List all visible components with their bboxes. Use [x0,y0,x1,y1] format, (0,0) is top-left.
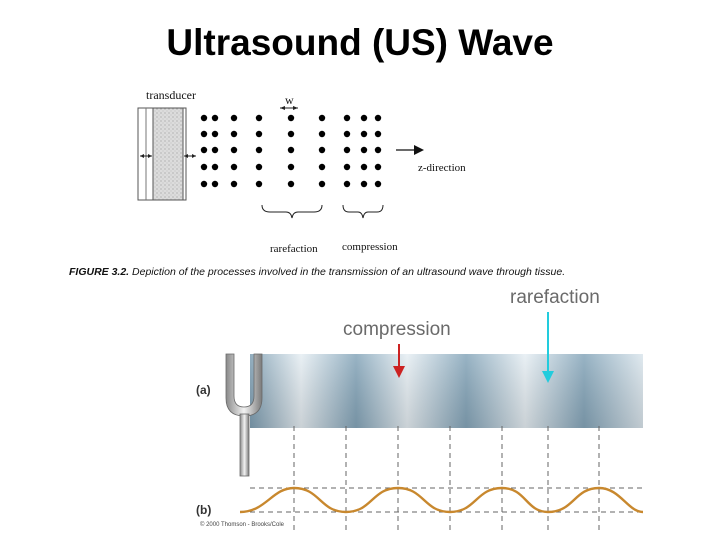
compression-label: compression [342,241,398,253]
sine-wave [239,486,644,514]
rarefaction-brace [261,204,323,219]
part-a-label: (a) [196,383,211,397]
caption-number: FIGURE 3.2. [69,266,130,278]
rarefaction-photo-label: rarefaction [510,287,600,308]
page-title: Ultrasound (US) Wave [166,22,554,63]
particle-column [200,114,208,188]
particle-column [374,114,382,188]
compression-arrow [393,344,405,378]
particle-column [360,114,368,188]
rarefaction-label: rarefaction [270,243,318,255]
tuning-fork [225,353,263,477]
part-b-label: (b) [196,503,212,517]
particle-column [318,114,326,188]
w-label: w [285,93,294,107]
copyright-credit: © 2000 Thomson - Brooks/Cole [200,522,285,528]
particle-column [211,114,219,188]
wave-baselines [250,487,643,513]
particle-column [255,114,263,188]
z-direction-arrow [396,145,424,155]
rarefaction-arrow [542,312,554,383]
figure-caption: FIGURE 3.2. Depiction of the processes i… [69,266,629,279]
particle-column [230,114,238,188]
z-direction-label: z-direction [418,162,466,174]
transducer [137,107,196,201]
caption-text: Depiction of the processes involved in t… [132,266,566,278]
w-width-marker [280,106,298,110]
particle-grid [200,114,382,188]
compression-brace [342,204,384,219]
particle-column [287,114,295,188]
particle-column [343,114,351,188]
compression-photo-label: compression [343,319,451,340]
transducer-label: transducer [146,88,196,102]
wavelength-guides [293,426,600,533]
